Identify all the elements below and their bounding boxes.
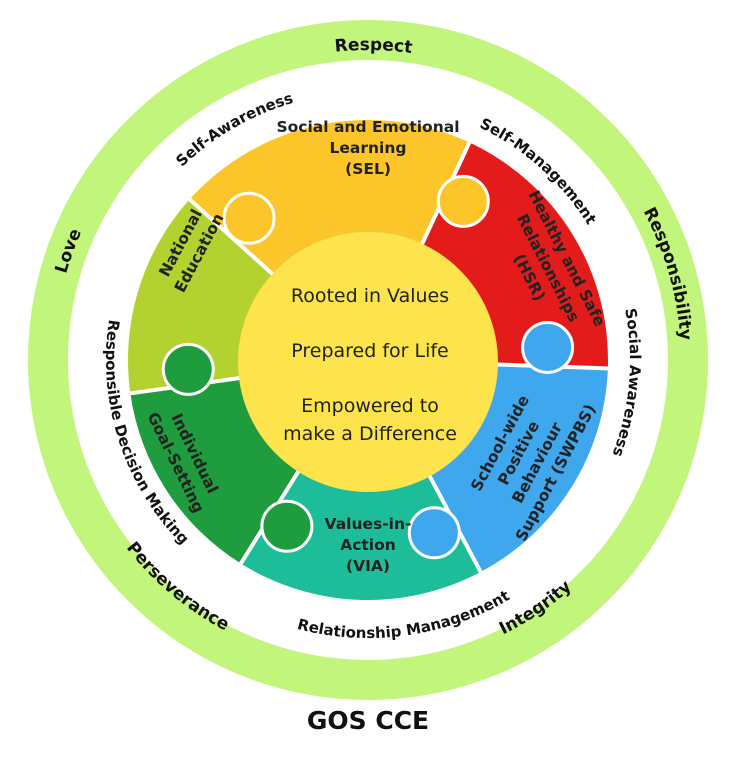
segment-ne (127, 199, 273, 394)
diagram-caption: GOS CCE (306, 706, 430, 735)
segment-label-line: Social and Emotional (276, 118, 459, 136)
segment-via (240, 468, 481, 600)
center-circle (238, 232, 498, 492)
puzzle-knobs (161, 174, 575, 560)
center-line-rooted: Rooted in Values (291, 285, 449, 307)
segment-label-line: Values-in- (325, 515, 412, 533)
center-line-empowered: Empowered to (301, 395, 439, 417)
center-statements: Rooted in Values Prepared for Life Empow… (283, 285, 457, 445)
segment-label-line: (VIA) (346, 557, 390, 575)
puzzle-knob-1 (222, 191, 276, 245)
value-respect: Respect (334, 35, 414, 58)
puzzle-knob-4 (407, 506, 461, 560)
puzzle-knob-2 (436, 174, 490, 228)
segment-label-via: Values-in- Action (VIA) (325, 515, 412, 575)
segment-label-line: Action (340, 536, 396, 554)
puzzle-knob-6 (161, 342, 215, 396)
puzzle-knob-5 (260, 499, 314, 553)
segment-goal (130, 377, 301, 564)
center-line-difference: make a Difference (283, 423, 457, 445)
center-line-prepared: Prepared for Life (291, 340, 449, 362)
puzzle-knob-3 (521, 320, 575, 374)
segment-label-line: (SEL) (345, 160, 391, 178)
segment-swpbs (428, 364, 608, 572)
segment-label-line: Learning (330, 139, 407, 157)
